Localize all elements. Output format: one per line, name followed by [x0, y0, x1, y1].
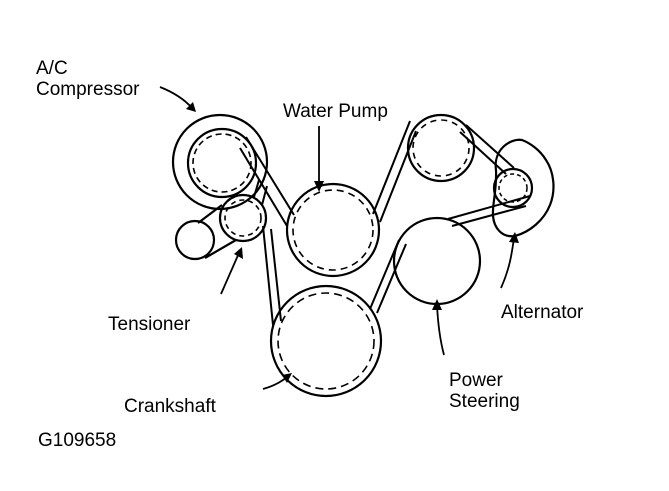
ac-compressor-pulley [171, 113, 269, 211]
power-steering-label: Power Steering [449, 370, 520, 412]
power-steering-pulley [392, 216, 482, 306]
idler-pulley [174, 219, 216, 261]
tensioner-label: Tensioner [108, 314, 191, 335]
arrowhead [432, 299, 442, 310]
crankshaft-label: Crankshaft [124, 396, 216, 417]
power-steering-label-line2: Steering [449, 391, 520, 412]
arrowhead [186, 102, 196, 112]
alternator-label: Alternator [501, 302, 584, 323]
arrowhead [509, 232, 519, 243]
ac-compressor-label-line2: Compressor [36, 79, 140, 100]
water-pump-label: Water Pump [283, 101, 388, 122]
arrowhead [282, 373, 292, 383]
water-pump-pulley [285, 182, 381, 278]
ac-compressor-label-line1: A/C [36, 58, 68, 79]
arrowhead [314, 181, 324, 192]
ac-compressor-label: A/C Compressor [36, 58, 139, 100]
crankshaft-pulley [269, 284, 383, 398]
figure-id: G109658 [38, 430, 117, 451]
arrowhead [234, 247, 243, 259]
alternator-pulley [491, 138, 555, 238]
power-steering-label-line1: Power [449, 370, 503, 391]
upper-idler-pulley [406, 113, 476, 183]
tensioner-pulley [197, 193, 268, 259]
drive-belt [239, 120, 531, 326]
